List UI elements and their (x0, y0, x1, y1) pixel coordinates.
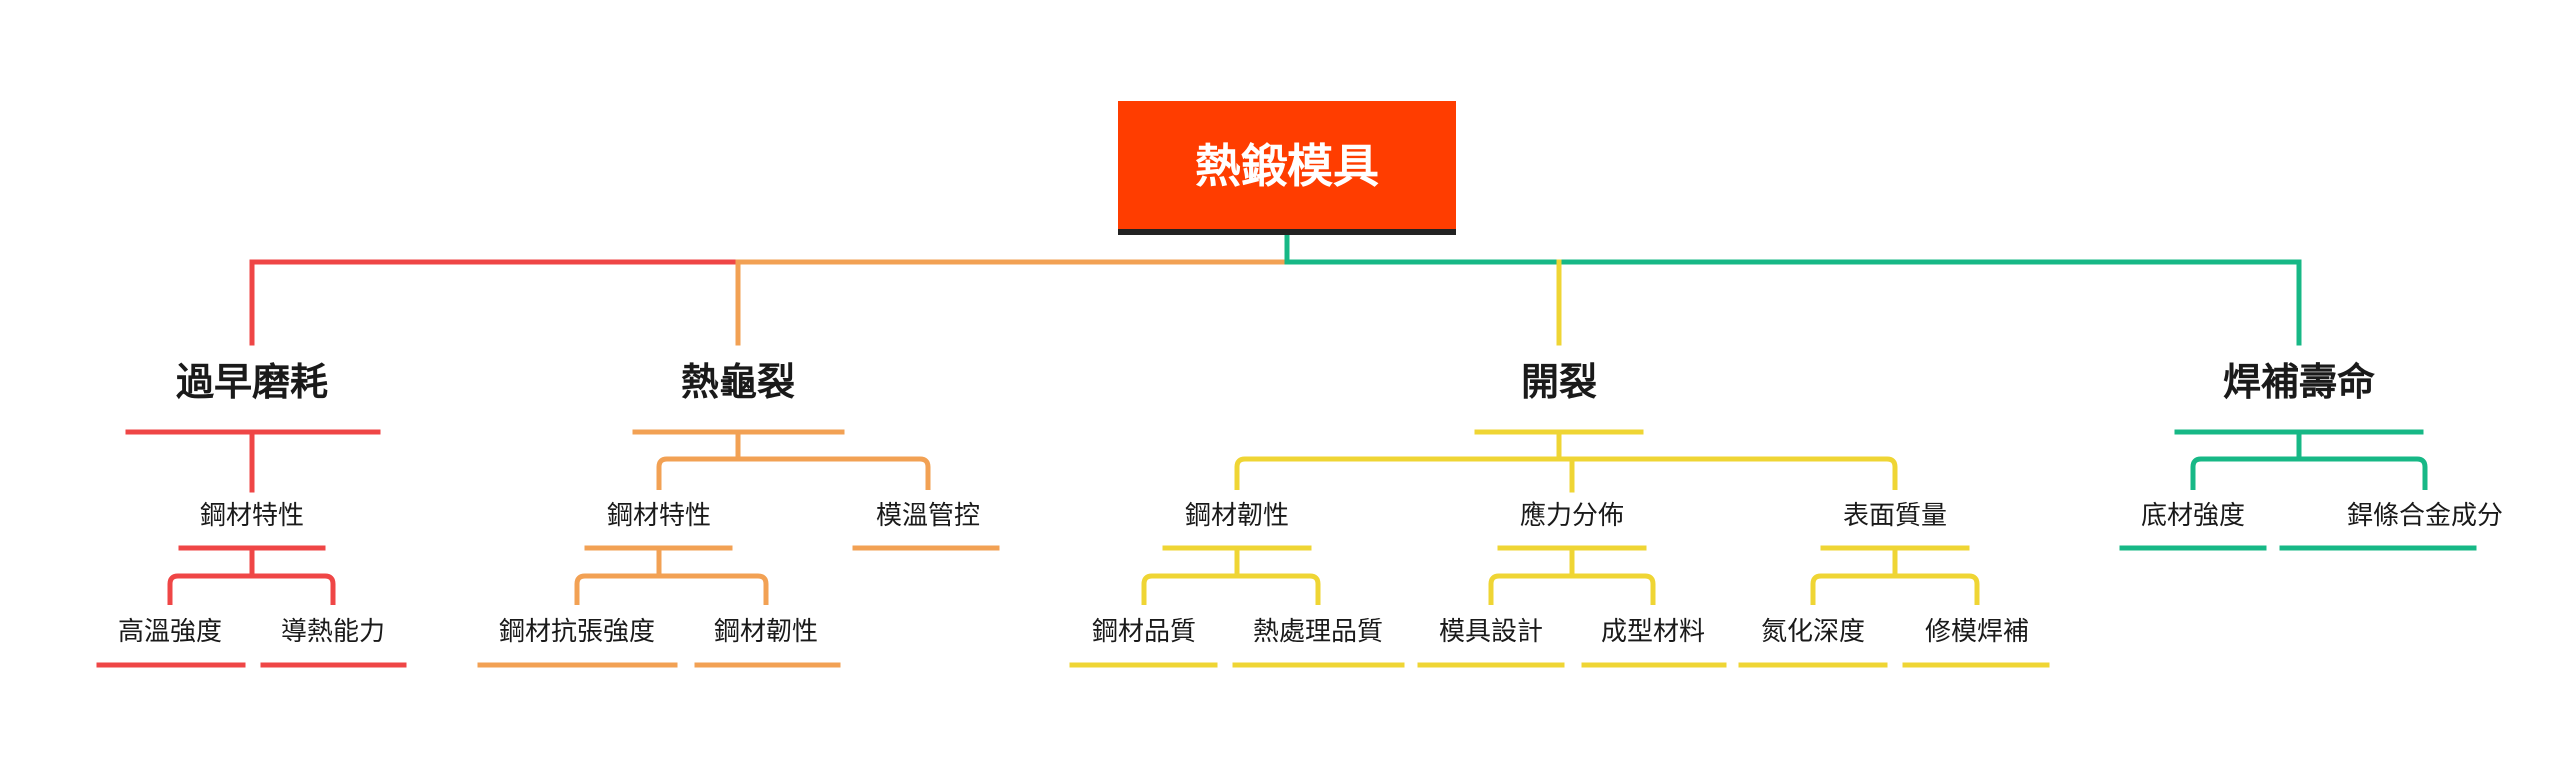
sub-topic-label[interactable]: 鋼材特性 (607, 501, 711, 531)
leaf-bracket (1810, 573, 1980, 605)
root-node-box[interactable] (1118, 101, 1456, 230)
leaf-bracket (167, 573, 336, 605)
leaf-label[interactable]: 成型材料 (1601, 617, 1705, 647)
sub-topic-label[interactable]: 模溫管控 (876, 501, 980, 531)
sub-topic-label[interactable]: 鋼材韌性 (1185, 501, 1289, 531)
leaf-label[interactable]: 鋼材韌性 (714, 617, 818, 647)
leaf-label[interactable]: 修模焊補 (1925, 617, 2029, 647)
branch-label[interactable]: 焊補壽命 (2223, 360, 2375, 404)
sub-topic-label[interactable]: 鋼材特性 (200, 501, 304, 531)
leaf-bracket (1488, 573, 1656, 605)
leaf-label[interactable]: 鋼材抗張強度 (499, 617, 655, 647)
sub-topic-label[interactable]: 底材強度 (2141, 501, 2245, 531)
branch-label[interactable]: 熱龜裂 (681, 360, 795, 404)
sub-topic-label[interactable]: 應力分佈 (1520, 501, 1624, 531)
leaf-label[interactable]: 熱處理品質 (1253, 617, 1383, 647)
leaf-label[interactable]: 氮化深度 (1761, 617, 1865, 647)
leaf-bracket (574, 573, 769, 605)
sub-topic-label[interactable]: 表面質量 (1843, 501, 1947, 531)
branch-label[interactable]: 開裂 (1521, 360, 1597, 404)
sub-bracket (656, 456, 931, 490)
root-node-underline (1118, 229, 1456, 235)
sub-bracket (1234, 456, 1898, 490)
sub-bracket (2190, 456, 2428, 490)
connector-lines (96, 232, 2477, 668)
branch-label[interactable]: 過早磨耗 (176, 360, 328, 404)
root-node-label: 熱鍛模具 (1195, 139, 1379, 193)
sub-topic-label[interactable]: 銲條合金成分 (2347, 501, 2503, 531)
leaf-label[interactable]: 導熱能力 (281, 617, 385, 647)
leaf-label[interactable]: 模具設計 (1439, 617, 1543, 647)
leaf-label[interactable]: 鋼材品質 (1092, 617, 1196, 647)
leaf-bracket (1141, 573, 1321, 605)
leaf-label[interactable]: 高溫強度 (118, 617, 222, 647)
